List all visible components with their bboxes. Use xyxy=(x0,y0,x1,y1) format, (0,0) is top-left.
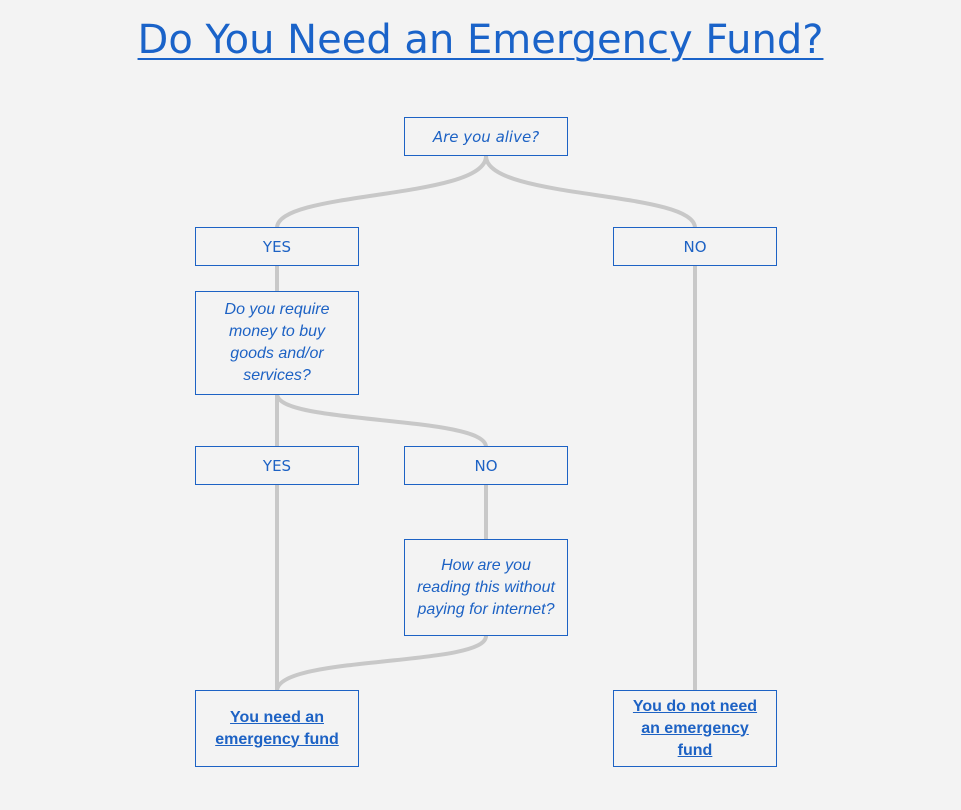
question-require-money: Do you require money to buy goods and/or… xyxy=(195,291,359,395)
answer-money-yes: YES xyxy=(195,446,359,485)
connector-alive-to-no xyxy=(484,154,697,230)
result-need-emergency-fund: You need an emergency fund xyxy=(195,690,359,767)
connector-alive-to-yes xyxy=(275,154,488,230)
connector-internet-to-need xyxy=(275,634,488,693)
question-internet: How are you reading this without paying … xyxy=(404,539,568,636)
answer-money-no: NO xyxy=(404,446,568,485)
answer-alive-yes: YES xyxy=(195,227,359,266)
result-no-need-emergency-fund: You do not need an emergency fund xyxy=(613,690,777,767)
page-title[interactable]: Do You Need an Emergency Fund? xyxy=(137,17,824,63)
answer-alive-no: NO xyxy=(613,227,777,266)
result-need-link[interactable]: You need an emergency fund xyxy=(215,708,339,748)
connector-money-to-no xyxy=(275,392,488,449)
question-are-you-alive: Are you alive? xyxy=(404,117,568,156)
result-no-need-link[interactable]: You do not need an emergency fund xyxy=(632,697,758,759)
